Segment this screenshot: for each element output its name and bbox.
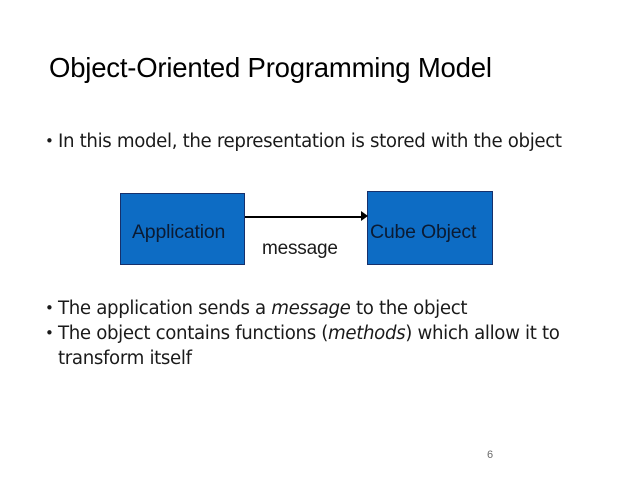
list-item-text: The application sends a message to the o… xyxy=(58,298,468,319)
diagram-node-application xyxy=(120,193,245,265)
list-item: • In this model, the representation is s… xyxy=(44,129,604,154)
diagram-node-cube-object-label: Cube Object xyxy=(370,221,477,243)
diagram-node-cube-object xyxy=(367,191,493,265)
list-item: • The object contains functions (methods… xyxy=(44,321,604,371)
bullet-marker-icon: • xyxy=(45,324,54,342)
bullet-list-top: • In this model, the representation is s… xyxy=(44,129,604,154)
diagram-arrow-label: message xyxy=(262,238,338,259)
bullet-marker-icon: • xyxy=(45,299,54,317)
diagram-arrow-line xyxy=(245,216,365,218)
diagram-node-application-label: Application xyxy=(132,221,226,243)
list-item: • The application sends a message to the… xyxy=(44,296,604,321)
arrow-right-icon xyxy=(361,211,368,221)
page-number: 6 xyxy=(487,449,494,461)
list-item-text: In this model, the representation is sto… xyxy=(58,131,562,152)
bullet-marker-icon: • xyxy=(45,132,54,150)
list-item-text: The object contains functions (methods) … xyxy=(58,323,560,369)
bullet-list-bottom: • The application sends a message to the… xyxy=(44,296,604,371)
page-title: Object-Oriented Programming Model xyxy=(49,52,492,83)
